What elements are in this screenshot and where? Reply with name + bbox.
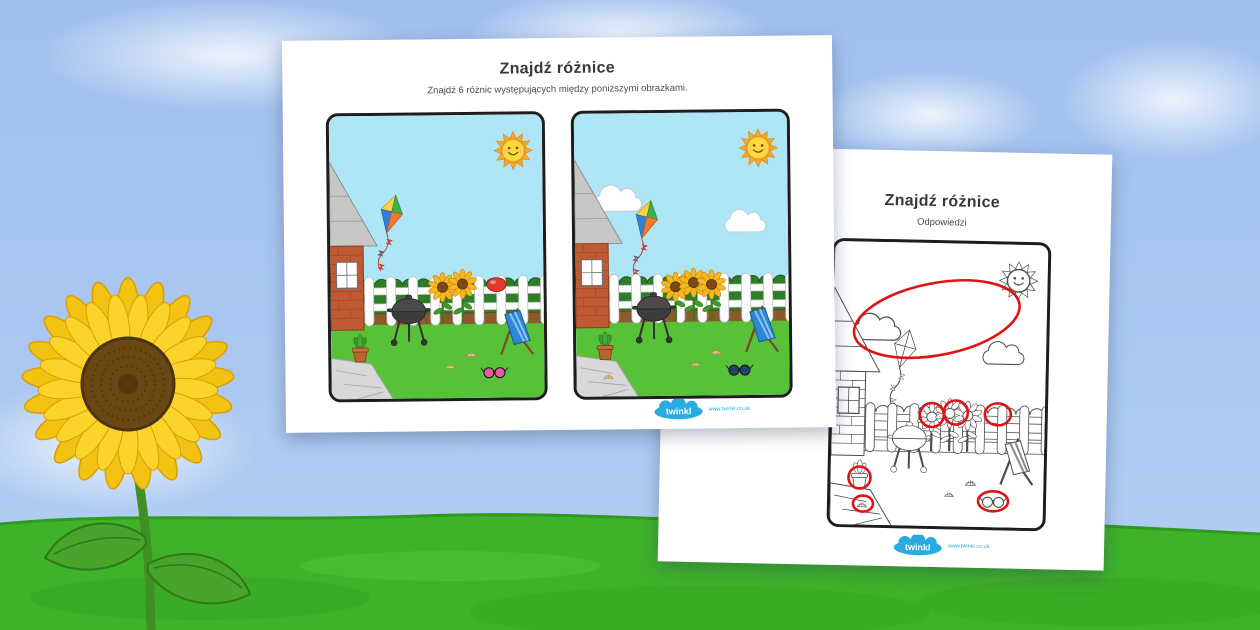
twinkl-cloud-icon: twinkl xyxy=(893,534,942,556)
house xyxy=(573,157,623,329)
kite-illustration xyxy=(888,328,917,406)
deck-chair xyxy=(745,305,780,353)
red-ball xyxy=(486,277,507,293)
bbq-grill xyxy=(386,294,431,347)
background-cloud xyxy=(820,70,1040,160)
brand-url: www.twinkl.co.uk xyxy=(947,542,990,550)
brand-wordmark: twinkl xyxy=(666,406,692,416)
deck-chair xyxy=(500,308,535,355)
bbq-grill xyxy=(631,292,676,344)
answer-mark xyxy=(852,279,1021,360)
picture-panel-left xyxy=(325,111,548,403)
shell xyxy=(943,492,954,497)
worksheet-instructions: Znajdź 6 różnic występujących między pon… xyxy=(427,82,688,97)
picture-panel-right xyxy=(570,108,793,400)
sunflower xyxy=(448,269,477,324)
sunflower-leaf-right xyxy=(147,553,252,605)
answers-picture-panel xyxy=(825,237,1051,532)
cloud-icon xyxy=(724,208,767,233)
shell xyxy=(856,502,867,508)
brand-url: www.twinkl.co.uk xyxy=(708,405,751,412)
bbq-grill xyxy=(887,421,931,474)
answer-mark xyxy=(983,402,1012,427)
sunglasses xyxy=(480,367,509,379)
shell xyxy=(710,348,722,355)
shell xyxy=(603,374,614,380)
sunflower-illustration xyxy=(21,277,252,630)
answer-mark xyxy=(846,465,872,490)
twinkl-logo: twinkl www.twinkl.co.uk xyxy=(893,534,990,557)
shell xyxy=(445,363,456,369)
sunglasses xyxy=(725,364,754,376)
sunflower xyxy=(697,269,726,321)
kite-illustration xyxy=(376,193,404,272)
brand-wordmark: twinkl xyxy=(905,542,931,553)
sunflower-leaf-left xyxy=(43,522,148,571)
twinkl-logo: twinkl www.twinkl.co.uk xyxy=(653,398,750,420)
shell xyxy=(964,480,976,486)
shell xyxy=(690,361,701,367)
worksheet-front-page: Znajdź różnice Znajdź 6 różnic występują… xyxy=(281,35,837,433)
house xyxy=(328,160,378,331)
sun-icon xyxy=(998,260,1038,301)
kite-illustration xyxy=(632,199,659,277)
sun-icon xyxy=(738,128,778,168)
worksheet-title: Znajdź różnice xyxy=(499,59,616,78)
worksheet-answers-page: Znajdź różnice Odpowiedzi twinkl www.twi… xyxy=(657,145,1113,571)
sunflower-head xyxy=(21,277,235,490)
cloud-icon xyxy=(981,341,1024,366)
twinkl-cloud-icon: twinkl xyxy=(654,398,703,420)
answer-mark xyxy=(942,399,969,426)
plant-pot xyxy=(596,331,614,360)
answer-mark xyxy=(976,489,1009,513)
plant-pot xyxy=(351,334,369,363)
deck-chair xyxy=(998,438,1033,486)
shell xyxy=(465,351,477,357)
background-cloud xyxy=(1060,40,1260,160)
answer-mark xyxy=(851,494,874,513)
house xyxy=(829,284,881,457)
sunglasses xyxy=(978,496,1007,508)
sun-icon xyxy=(493,130,533,171)
plant-pot xyxy=(850,459,868,488)
